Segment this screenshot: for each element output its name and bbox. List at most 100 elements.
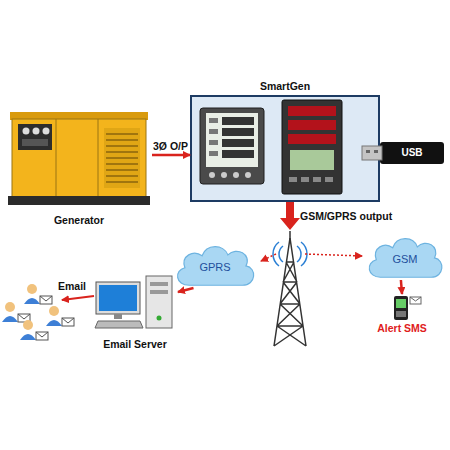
usb-connector-part <box>366 150 370 153</box>
connector-arrow <box>401 280 402 294</box>
email-users-part <box>40 296 52 301</box>
signal-waves-part <box>297 246 301 262</box>
power-meter-part <box>200 108 264 184</box>
email-users <box>2 284 74 340</box>
radio-tower-part <box>274 238 306 346</box>
text-wrap: Email Server <box>78 338 192 350</box>
controller-unit-part <box>288 134 336 144</box>
power-meter-part <box>222 117 254 125</box>
generator-illustration-part <box>98 119 99 197</box>
computer-illustration-part <box>96 282 140 314</box>
email-users-part <box>36 332 48 340</box>
usb-connector <box>362 146 382 160</box>
power-meter-part <box>222 128 254 136</box>
email-users-part <box>20 334 36 340</box>
network-cloud: GSM <box>364 234 446 280</box>
box-title: SmartGen <box>176 80 394 92</box>
email-arrow <box>62 296 94 300</box>
phone-illustration-part <box>396 311 406 317</box>
text-wrap: SmartGen <box>176 80 394 92</box>
computer-illustration-part <box>95 321 143 328</box>
controller-unit <box>282 100 342 194</box>
power-meter-part <box>245 172 251 178</box>
email-users-part <box>2 316 18 322</box>
power-meter-part <box>209 172 215 178</box>
email-users-part <box>62 318 74 326</box>
generator-illustration-part <box>18 124 52 150</box>
phone-illustration <box>394 296 421 320</box>
email-users-part <box>24 298 40 304</box>
email-users-part <box>18 314 30 319</box>
generator-illustration-part <box>43 128 50 135</box>
computer-illustration-part <box>114 314 122 319</box>
output-arrow <box>280 202 300 230</box>
usb-stick: USB <box>380 142 444 164</box>
node-label: Generator <box>0 214 166 226</box>
power-meter-part <box>222 139 254 147</box>
power-meter-part <box>206 113 258 167</box>
wireless-link <box>261 254 362 261</box>
output-arrow-part <box>280 202 300 230</box>
edge-label: 3Ø O/P <box>153 140 188 152</box>
signal-waves-part <box>279 246 283 262</box>
phone-illustration-part <box>410 297 421 301</box>
connector-arrow <box>152 154 190 157</box>
radio-tower-part <box>289 231 291 240</box>
power-meter-part <box>233 172 239 178</box>
email-users-part <box>40 296 52 304</box>
cloud-label: GPRS <box>158 261 272 273</box>
computer-illustration-part <box>99 285 137 311</box>
computer-illustration-part <box>157 316 162 321</box>
generator-illustration <box>8 112 150 205</box>
email-arrow-part <box>62 296 94 300</box>
email-users-part <box>27 284 37 294</box>
computer-illustration <box>95 276 172 328</box>
phone-illustration-part <box>396 299 406 308</box>
generator-illustration-part <box>56 119 57 197</box>
usb-connector-part <box>374 150 378 153</box>
cloud-label: GSM <box>350 253 450 265</box>
email-users-part <box>5 302 15 312</box>
generator-illustration-part <box>12 119 146 197</box>
connector-arrow <box>178 288 194 292</box>
generator-illustration-part <box>104 128 140 188</box>
controller-unit-part <box>289 177 297 182</box>
controller-unit-part <box>288 106 336 116</box>
power-meter-part <box>209 118 218 123</box>
wireless-link-part <box>261 254 276 261</box>
power-meter-part <box>209 140 218 145</box>
computer-illustration-part <box>150 290 168 294</box>
controller-unit-part <box>313 177 321 182</box>
power-meter-part <box>209 151 218 156</box>
usb-connector-part <box>362 146 382 160</box>
power-meter-part <box>209 129 218 134</box>
text-wrap: Alert SMS <box>348 322 450 334</box>
power-meter-part <box>221 172 227 178</box>
generator-illustration-part <box>8 196 150 205</box>
signal-waves <box>273 242 307 266</box>
controller-unit-part <box>290 150 334 170</box>
phone-illustration-part <box>410 297 421 304</box>
alert-label: Alert SMS <box>348 322 450 334</box>
email-users-part <box>49 306 59 316</box>
node-label: Email Server <box>78 338 192 350</box>
network-cloud: GPRS <box>172 242 258 288</box>
computer-illustration-part <box>146 276 172 328</box>
text-wrap: Generator <box>0 214 166 226</box>
wireless-link-part <box>305 254 362 256</box>
computer-illustration-part <box>150 282 168 286</box>
email-users-part <box>62 318 74 323</box>
email-users-part <box>36 332 48 337</box>
email-users-part <box>46 320 62 326</box>
generator-illustration-part <box>23 128 30 135</box>
generator-illustration-part <box>33 128 40 135</box>
note-label: Email <box>58 280 86 292</box>
generator-illustration-part <box>22 139 48 146</box>
controller-unit-part <box>288 120 336 130</box>
power-meter <box>200 108 264 184</box>
text-wrap: GSM <box>350 253 450 265</box>
controller-unit-part <box>282 100 342 194</box>
